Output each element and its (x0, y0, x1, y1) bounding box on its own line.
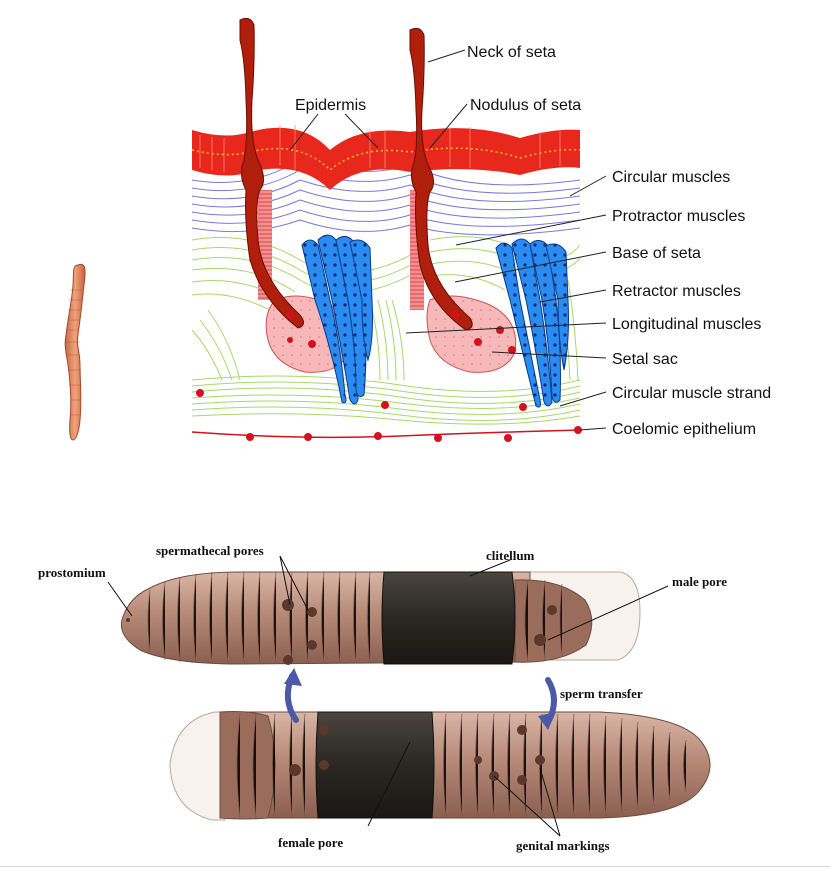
label-retractor-muscles: Retractor muscles (612, 283, 741, 300)
label-genital-markings: genital markings (516, 838, 610, 853)
label-circular-muscles: Circular muscles (612, 169, 730, 186)
label-epidermis: Epidermis (295, 97, 366, 114)
clitellum-lower (315, 711, 435, 819)
retractor-muscle-left (301, 234, 373, 405)
seta-left (239, 17, 304, 329)
seta-right (409, 27, 473, 331)
upper-worm (120, 571, 641, 665)
label-spermathecal-pores: spermathecal pores (156, 543, 264, 558)
label-base-of-seta: Base of seta (612, 245, 701, 262)
mating-leaders (107, 555, 669, 837)
label-leaders (289, 49, 607, 431)
label-neck-of-seta: Neck of seta (467, 44, 556, 61)
label-clitellum: clitellum (486, 548, 535, 563)
label-longitudinal-muscles: Longitudinal muscles (612, 316, 761, 333)
nuclei-dots (196, 311, 582, 442)
label-prostomium: prostomium (38, 565, 106, 580)
coelomic-epithelium-line (191, 429, 581, 439)
label-circular-muscle-strand: Circular muscle strand (612, 385, 771, 402)
label-female-pore: female pore (278, 835, 343, 850)
earthworm-illustration (64, 263, 86, 441)
label-protractor-muscles: Protractor muscles (612, 208, 745, 225)
clitellum-upper (381, 571, 516, 665)
lower-worm (169, 711, 711, 821)
retractor-muscle-right (495, 238, 569, 408)
arrowheads (284, 668, 556, 730)
epidermis-layer (191, 125, 581, 190)
setal-sac-right (426, 295, 517, 373)
label-setal-sac: Setal sac (612, 351, 678, 368)
label-male-pore: male pore (672, 574, 727, 589)
label-sperm-transfer: sperm transfer (560, 686, 643, 701)
divider (0, 866, 830, 867)
mating-diagram: prostomium spermathecal pores clitellum … (38, 543, 727, 853)
seta-diagram: Neck of seta Epidermis Nodulus of seta C… (191, 17, 771, 442)
label-coelomic-epithelium: Coelomic epithelium (612, 421, 756, 438)
label-nodulus-of-seta: Nodulus of seta (470, 97, 581, 114)
